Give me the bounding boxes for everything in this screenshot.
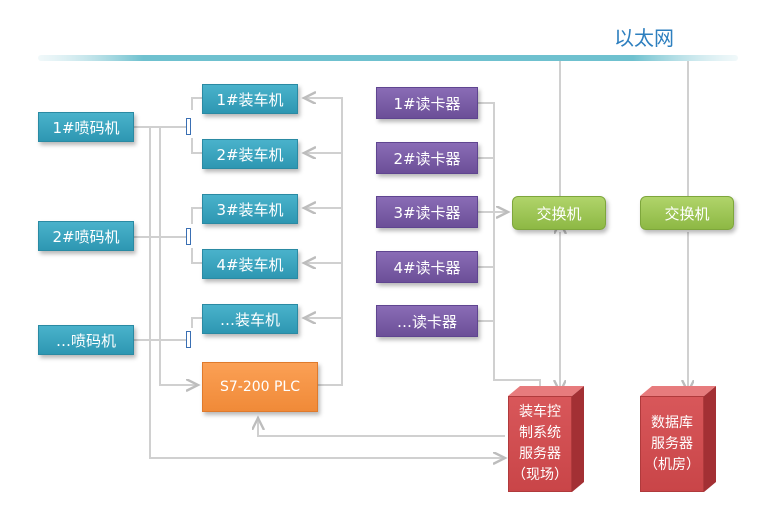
site-server-line-2: 制系统	[519, 425, 561, 441]
db-server-line-3: （机房）	[644, 456, 700, 473]
loader-4[interactable]: 4#装车机	[202, 249, 298, 279]
card-reader-4[interactable]: 4#读卡器	[376, 251, 478, 283]
loader-1[interactable]: 1#装车机	[202, 84, 298, 114]
signal-splitter-3	[186, 331, 191, 348]
printer-2[interactable]: 2#喷码机	[38, 221, 134, 251]
switch-site[interactable]: 交换机	[512, 196, 606, 230]
db-server-line-2: 服务器	[651, 435, 693, 452]
card-reader-3[interactable]: 3#读卡器	[376, 196, 478, 228]
switch-datacenter[interactable]: 交换机	[640, 196, 734, 230]
signal-splitter-2	[186, 228, 191, 245]
db-server-line-1: 数据库	[651, 414, 693, 431]
card-reader-2[interactable]: 2#读卡器	[376, 142, 478, 174]
loader-n[interactable]: …装车机	[202, 304, 298, 334]
ethernet-bus	[38, 55, 738, 61]
card-reader-n[interactable]: …读卡器	[376, 305, 478, 337]
card-reader-1[interactable]: 1#读卡器	[376, 87, 478, 119]
loader-3[interactable]: 3#装车机	[202, 194, 298, 224]
printer-1[interactable]: 1#喷码机	[38, 112, 134, 142]
printer-n[interactable]: …喷码机	[38, 325, 134, 355]
site-server-line-4: （现场）	[512, 467, 568, 483]
site-server-line-1: 装车控	[519, 404, 561, 420]
plc-controller[interactable]: S7-200 PLC	[202, 362, 318, 412]
network-label: 以太网	[614, 26, 674, 50]
site-server-line-3: 服务器	[519, 446, 561, 462]
loader-2[interactable]: 2#装车机	[202, 139, 298, 169]
signal-splitter-1	[186, 118, 191, 135]
